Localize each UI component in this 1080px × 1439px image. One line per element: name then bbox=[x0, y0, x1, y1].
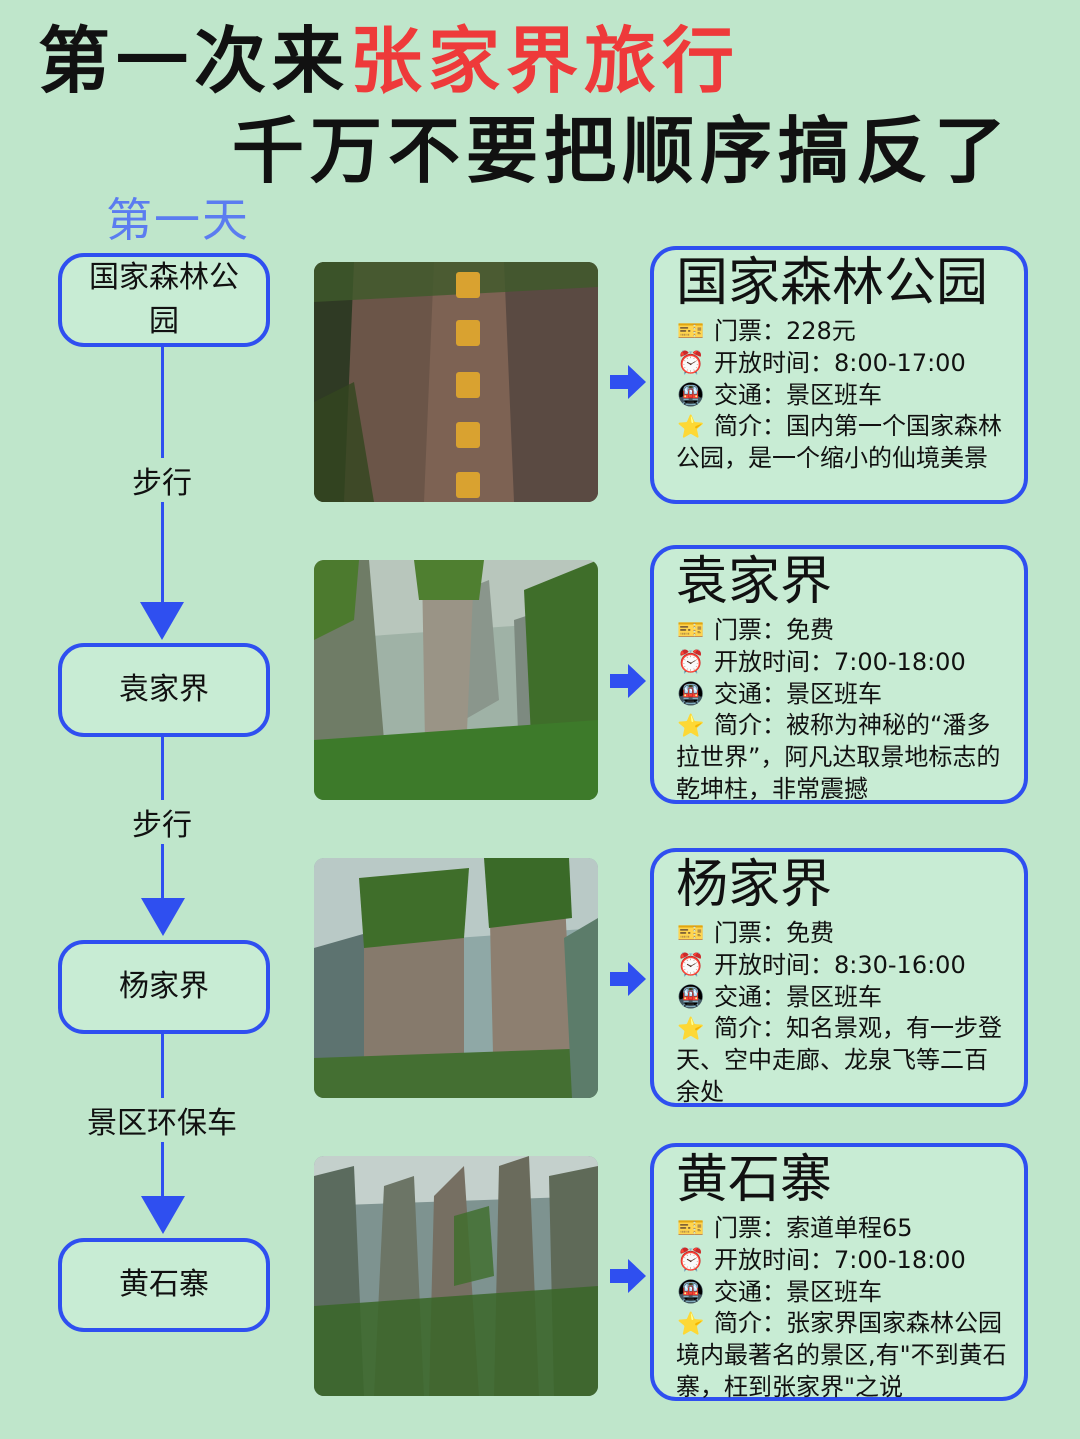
transport-text: 交通：景区班车 bbox=[714, 1277, 882, 1306]
card-title: 袁家界 bbox=[676, 552, 833, 612]
hours-row: ⏰ 开放时间：8:00-17:00 bbox=[676, 348, 1010, 380]
intro-row: ⭐简介：知名景观，有一步登天、空中走廊、龙泉飞等二百余处 bbox=[676, 1013, 1010, 1108]
metro-train-icon: 🚇 bbox=[677, 681, 705, 707]
ticket-icon: 🎫 bbox=[677, 921, 705, 947]
info-card-huangshizhai: 黄石寨 🎫 门票：索道单程65 ⏰ 开放时间：7:00-18:00 🚇 交通：景区班车… bbox=[650, 1143, 1028, 1401]
hours-text: 开放时间：8:00-17:00 bbox=[714, 348, 966, 377]
intro-text: 简介：国内第一个国家森林公园，是一个缩小的仙境美景 bbox=[676, 412, 1002, 472]
transport-text: 交通：景区班车 bbox=[714, 679, 882, 708]
ticket-icon: 🎫 bbox=[677, 1216, 705, 1242]
alarm-clock-icon: ⏰ bbox=[677, 650, 705, 675]
down-arrow-icon bbox=[140, 602, 184, 640]
right-arrow-icon bbox=[610, 962, 646, 996]
day-label: 第一天 bbox=[106, 193, 250, 247]
yangjiajie-photo bbox=[314, 858, 598, 1098]
card-title: 黄石寨 bbox=[676, 1150, 833, 1210]
hours-row: ⏰ 开放时间：8:30-16:00 bbox=[676, 950, 1010, 982]
ticket-row: 🎫 门票：免费 bbox=[676, 615, 1010, 647]
hours-text: 开放时间：8:30-16:00 bbox=[714, 950, 966, 979]
transfer-label: 步行 bbox=[32, 800, 292, 844]
title-black-part: 第一次来 bbox=[38, 19, 351, 103]
intro-row: ⭐简介：被称为神秘的“潘多拉世界”，阿凡达取景地标志的乾坤柱，非常震撼 bbox=[676, 710, 1010, 805]
transport-row: 🚇 交通：景区班车 bbox=[676, 982, 1010, 1014]
intro-row: ⭐简介：张家界国家森林公园境内最著名的景区,有"不到黄石寨，枉到张家界"之说 bbox=[676, 1308, 1010, 1403]
star-icon: ⭐ bbox=[677, 414, 705, 440]
intro-text: 简介：张家界国家森林公园境内最著名的景区,有"不到黄石寨，枉到张家界"之说 bbox=[676, 1309, 1007, 1401]
info-card-yuanjiajie: 袁家界 🎫 门票：免费 ⏰ 开放时间：7:00-18:00 🚇 交通：景区班车 ⭐简介… bbox=[650, 545, 1028, 804]
route-node-label: 杨家界 bbox=[119, 969, 209, 1004]
hours-text: 开放时间：7:00-18:00 bbox=[714, 647, 966, 676]
hours-text: 开放时间：7:00-18:00 bbox=[714, 1245, 966, 1274]
alarm-clock-icon: ⏰ bbox=[677, 953, 705, 978]
route-node-yuanjiajie[interactable]: 袁家界 bbox=[58, 643, 270, 737]
route-node-huangshizhai[interactable]: 黄石寨 bbox=[58, 1238, 270, 1332]
title-red-part: 张家界旅行 bbox=[350, 19, 741, 103]
hours-row: ⏰ 开放时间：7:00-18:00 bbox=[676, 647, 1010, 679]
info-card-yangjiajie: 杨家界 🎫 门票：免费 ⏰ 开放时间：8:30-16:00 🚇 交通：景区班车 ⭐简介… bbox=[650, 848, 1028, 1107]
ticket-row: 🎫 门票：228元 bbox=[676, 316, 1010, 348]
intro-text: 简介：被称为神秘的“潘多拉世界”，阿凡达取景地标志的乾坤柱，非常震撼 bbox=[676, 711, 1001, 803]
page-title-line2: 千万不要把顺序搞反了 bbox=[232, 109, 1013, 193]
star-icon: ⭐ bbox=[677, 1311, 705, 1337]
card-title: 国家森林公园 bbox=[676, 253, 989, 313]
metro-train-icon: 🚇 bbox=[677, 382, 705, 408]
page-title-line1: 第一次来张家界旅行 bbox=[38, 18, 740, 104]
ticket-text: 门票：228元 bbox=[714, 317, 856, 345]
transport-row: 🚇 交通：景区班车 bbox=[676, 1277, 1010, 1309]
transport-row: 🚇 交通：景区班车 bbox=[676, 679, 1010, 711]
right-arrow-icon bbox=[610, 664, 646, 698]
huangshizhai-photo bbox=[314, 1156, 598, 1396]
card-title: 杨家界 bbox=[676, 855, 833, 915]
metro-train-icon: 🚇 bbox=[677, 1279, 705, 1305]
intro-text: 简介：知名景观，有一步登天、空中走廊、龙泉飞等二百余处 bbox=[676, 1014, 1002, 1106]
star-icon: ⭐ bbox=[677, 713, 705, 739]
ticket-text: 门票：索道单程65 bbox=[714, 1214, 913, 1242]
ticket-icon: 🎫 bbox=[677, 319, 705, 345]
alarm-clock-icon: ⏰ bbox=[677, 351, 705, 376]
transport-row: 🚇 交通：景区班车 bbox=[676, 380, 1010, 412]
info-card-forest-park: 国家森林公园 🎫 门票：228元 ⏰ 开放时间：8:00-17:00 🚇 交通：景区班… bbox=[650, 246, 1028, 504]
metro-train-icon: 🚇 bbox=[677, 984, 705, 1010]
route-node-label: 国家森林公园 bbox=[89, 260, 239, 339]
forest-park-photo bbox=[314, 262, 598, 502]
down-arrow-icon bbox=[141, 898, 185, 936]
route-node-label: 黄石寨 bbox=[119, 1267, 209, 1302]
route-node-label: 袁家界 bbox=[119, 672, 209, 707]
yuanjiajie-photo bbox=[314, 560, 598, 800]
right-arrow-icon bbox=[610, 1259, 646, 1293]
ticket-row: 🎫 门票：索道单程65 bbox=[676, 1213, 1010, 1245]
route-node-yangjiajie[interactable]: 杨家界 bbox=[58, 940, 270, 1034]
alarm-clock-icon: ⏰ bbox=[677, 1248, 705, 1273]
hours-row: ⏰ 开放时间：7:00-18:00 bbox=[676, 1245, 1010, 1277]
transfer-label: 步行 bbox=[32, 458, 292, 502]
route-node-forest-park[interactable]: 国家森林公园 bbox=[58, 253, 270, 347]
transport-text: 交通：景区班车 bbox=[714, 380, 882, 409]
transfer-label: 景区环保车 bbox=[32, 1098, 292, 1142]
right-arrow-icon bbox=[610, 365, 646, 399]
ticket-row: 🎫 门票：免费 bbox=[676, 918, 1010, 950]
transport-text: 交通：景区班车 bbox=[714, 982, 882, 1011]
ticket-icon: 🎫 bbox=[677, 618, 705, 644]
star-icon: ⭐ bbox=[677, 1016, 705, 1042]
ticket-text: 门票：免费 bbox=[714, 616, 834, 644]
ticket-text: 门票：免费 bbox=[714, 919, 834, 947]
intro-row: ⭐简介：国内第一个国家森林公园，是一个缩小的仙境美景 bbox=[676, 411, 1010, 474]
down-arrow-icon bbox=[141, 1196, 185, 1234]
